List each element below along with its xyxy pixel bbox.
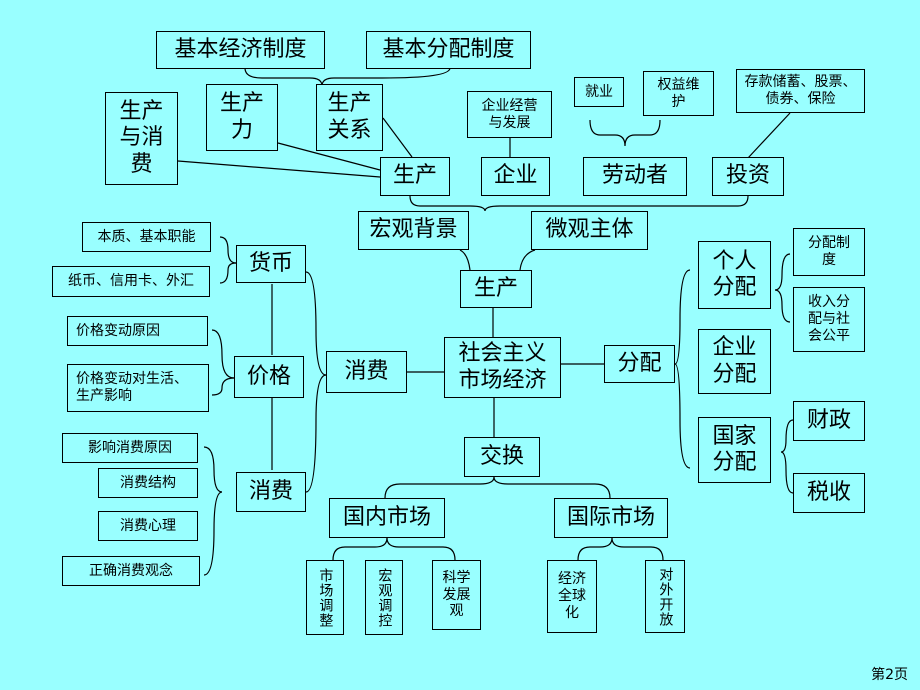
node-center-shichang-jingji: 社会主义 市场经济 (444, 337, 561, 398)
node-shengchanli: 生产 力 (206, 84, 278, 151)
page-number: 第2页 (871, 667, 908, 683)
node-shengchan-top: 生产 (380, 157, 450, 196)
node-xiaofei-jiegou: 消费结构 (98, 468, 198, 498)
node-laodongzhe: 劳动者 (583, 157, 687, 196)
node-weiguan-zhuti: 微观主体 (531, 211, 648, 250)
node-shengchan-mid: 生产 (460, 270, 532, 308)
node-benzhi-zhineng: 本质、基本职能 (82, 222, 211, 252)
node-guojia-fenpei: 国家 分配 (698, 417, 771, 483)
node-guoji-shichang: 国际市场 (554, 498, 668, 538)
node-jiage-yuanyin: 价格变动原因 (67, 316, 208, 346)
node-hongguan-tiaokong: 宏观调控 (365, 560, 403, 635)
node-jiuye: 就业 (574, 77, 624, 107)
node-huobi: 货币 (236, 245, 306, 283)
node-shichang-tiaozheng: 市场调整 (306, 560, 344, 635)
node-shengchan-guanxi: 生产 关系 (316, 84, 383, 151)
node-jiben-jingji-zhidu: 基本经济制度 (156, 31, 325, 69)
node-cunkuan-chuxu: 存款储蓄、股票、 债券、保险 (736, 69, 865, 113)
node-jingji-quanqiuhua: 经济 全球 化 (547, 560, 597, 633)
node-jiage: 价格 (234, 356, 304, 398)
node-duiwai-kaifang: 对外开放 (645, 560, 685, 633)
node-shuishou: 税收 (793, 473, 865, 513)
node-jiage-yingxiang: 价格变动对生活、 生产影响 (67, 364, 209, 412)
node-caizheng: 财政 (793, 401, 865, 441)
node-hongguan-beijing: 宏观背景 (358, 211, 469, 250)
node-xiaofei-left: 消费 (236, 472, 306, 512)
node-kexue-fazhanguan: 科学 发展 观 (432, 560, 481, 630)
node-touzi: 投资 (712, 157, 784, 196)
node-fenpei-zhidu: 分配制 度 (793, 228, 865, 276)
node-fenpei: 分配 (604, 345, 675, 383)
node-zhengque-xiaofei: 正确消费观念 (62, 556, 200, 586)
node-jiben-fenpei-zhidu: 基本分配制度 (366, 31, 531, 69)
node-xiaofei-xinli: 消费心理 (98, 511, 198, 541)
node-qiye-fenpei: 企业 分配 (698, 329, 771, 394)
node-yingxiang-xiaofei: 影响消费原因 (62, 433, 198, 463)
node-guonei-shichang: 国内市场 (329, 498, 445, 538)
node-xiaofei-mid: 消费 (326, 351, 407, 393)
node-quanyi-weihu: 权益维 护 (643, 71, 714, 116)
node-zhibi-xinyongka: 纸币、信用卡、外汇 (52, 266, 210, 297)
node-geren-fenpei: 个人 分配 (698, 241, 771, 309)
node-qiye: 企业 (481, 157, 550, 196)
node-shengchan-yu-xiaofei: 生产 与消 费 (105, 92, 178, 185)
node-qiye-jingying: 企业经营 与发展 (467, 91, 552, 138)
node-jiaohuan: 交换 (464, 437, 540, 477)
node-shouru-fenpei: 收入分 配与社 会公平 (793, 287, 865, 352)
